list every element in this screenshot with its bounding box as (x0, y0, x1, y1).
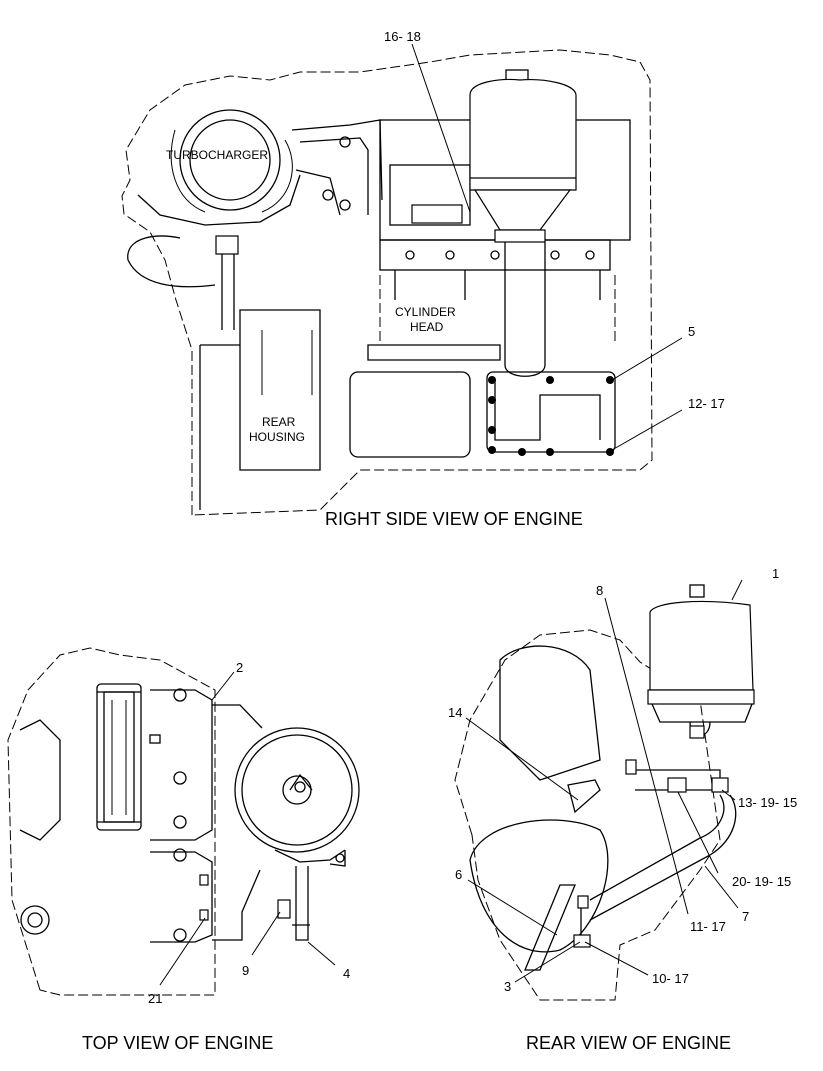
caption-rear-view: REAR VIEW OF ENGINE (526, 1033, 731, 1053)
leader-7 (704, 865, 739, 909)
callout-9: 9 (242, 963, 249, 978)
clip-and-bolt (524, 884, 591, 971)
fitting-and-tube (277, 866, 310, 941)
leader-5 (611, 337, 683, 381)
leader-2 (211, 671, 235, 701)
leader-14 (465, 717, 579, 801)
leader-12-17 (611, 409, 683, 451)
cylinder-head-label-1: CYLINDER (395, 305, 456, 319)
turbocharger: TURBOCHARGER (127, 109, 301, 330)
leader-13-19-15 (721, 789, 736, 801)
fuel-filter-top (234, 727, 360, 867)
rear-bracket (625, 759, 729, 793)
leader-8 (604, 597, 689, 915)
mounting-plate (212, 704, 263, 941)
turbocharger-label: TURBOCHARGER (166, 148, 268, 162)
callout-13-19-15: 13- 19- 15 (738, 795, 797, 810)
clip-14 (567, 779, 601, 814)
callout-10-17: 10- 17 (652, 971, 689, 986)
tube-rear (589, 794, 737, 921)
callout-3: 3 (504, 979, 511, 994)
callout-21: 21 (148, 991, 162, 1006)
callout-11-17: 11- 17 (690, 919, 726, 934)
top-view: 2 21 9 4 TOP VIEW OF ENGINE (7, 647, 360, 1053)
rear-housing-label-1: REAR (262, 415, 296, 429)
leader-20-19-15 (677, 791, 719, 874)
right-side-view: TURBOCHARGER REAR HOUSING (121, 29, 725, 529)
cylinder-head-label-2: HEAD (410, 320, 444, 334)
callout-4: 4 (343, 966, 350, 981)
bracket-upper (149, 688, 213, 841)
caption-right-side-view: RIGHT SIDE VIEW OF ENGINE (325, 509, 583, 529)
leader-16-18 (411, 43, 471, 213)
rear-housing: REAR HOUSING (199, 309, 321, 510)
leader-10-17 (584, 941, 649, 976)
rear-housing-label-2: HOUSING (249, 430, 305, 444)
callout-7: 7 (742, 909, 749, 924)
leader-6 (467, 879, 558, 936)
leader-9 (251, 911, 281, 956)
leader-3 (514, 941, 581, 983)
injector-bank (96, 683, 142, 831)
caption-top-view: TOP VIEW OF ENGINE (82, 1033, 273, 1053)
cylinder-head: CYLINDER HEAD (367, 119, 631, 361)
callout-16-18: 16- 18 (384, 29, 421, 44)
bracket-lower (150, 848, 213, 943)
leader-4 (307, 941, 336, 966)
callout-2: 2 (236, 660, 243, 675)
cover-plate (349, 371, 616, 458)
callout-6: 6 (455, 867, 462, 882)
callout-20-19-15: 20- 19- 15 (732, 874, 791, 889)
callout-12-17: 12- 17 (688, 396, 725, 411)
callout-5: 5 (688, 324, 695, 339)
fuel-filter-rear (647, 584, 755, 739)
callout-8: 8 (596, 583, 603, 598)
leader-21 (159, 917, 206, 986)
fuel-filter-right (469, 69, 577, 377)
callout-14: 14 (448, 705, 462, 720)
rear-view: 1 8 14 13- 19- 15 20- 19- 15 7 11- 17 6 … (448, 566, 797, 1053)
callout-1: 1 (772, 566, 779, 581)
leader-1 (731, 579, 743, 601)
